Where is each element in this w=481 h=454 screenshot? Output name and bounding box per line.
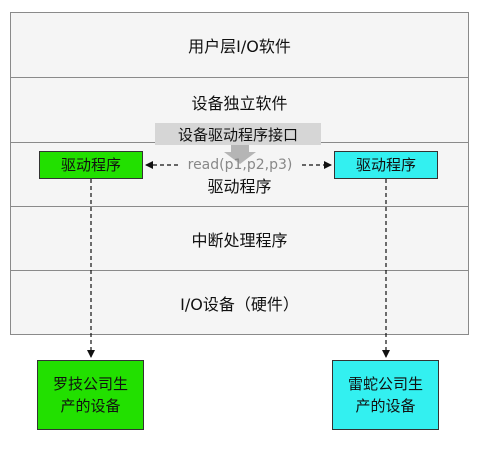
layer-label-user-io: 用户层I/O软件 [188, 37, 291, 56]
layer-label-interrupt-handler: 中断处理程序 [191, 230, 288, 250]
layer-label-io-hardware: I/O设备（硬件） [180, 294, 299, 314]
device-right-line1: 雷蛇公司生 [347, 374, 423, 393]
read-call-label: read(p1,p2,p3) [187, 157, 293, 173]
device-driver-interface-label: 设备驱动程序接口 [155, 123, 321, 145]
layer-user-io-software: 用户层I/O软件 [10, 12, 469, 77]
driver-box-left: 驱动程序 [39, 151, 143, 179]
layer-label-driver: 驱动程序 [207, 177, 272, 196]
driver-box-left-label: 驱动程序 [60, 155, 121, 174]
device-left-line2: 产的设备 [60, 397, 121, 415]
layer-interrupt-handler: 中断处理程序 [10, 206, 469, 270]
interface-down-arrow [224, 145, 256, 164]
device-right-line2: 产的设备 [355, 397, 416, 415]
layer-device-independent-software: 设备独立软件 [10, 77, 469, 142]
driver-box-right: 驱动程序 [334, 151, 438, 179]
device-left-line1: 罗技公司生 [52, 374, 128, 393]
device-box-right: 雷蛇公司生 产的设备 [332, 360, 439, 430]
layer-label-device-independent: 设备独立软件 [191, 94, 288, 113]
layer-io-hardware: I/O设备（硬件） [10, 270, 469, 335]
device-box-left: 罗技公司生 产的设备 [37, 360, 144, 430]
driver-box-right-label: 驱动程序 [355, 155, 416, 174]
